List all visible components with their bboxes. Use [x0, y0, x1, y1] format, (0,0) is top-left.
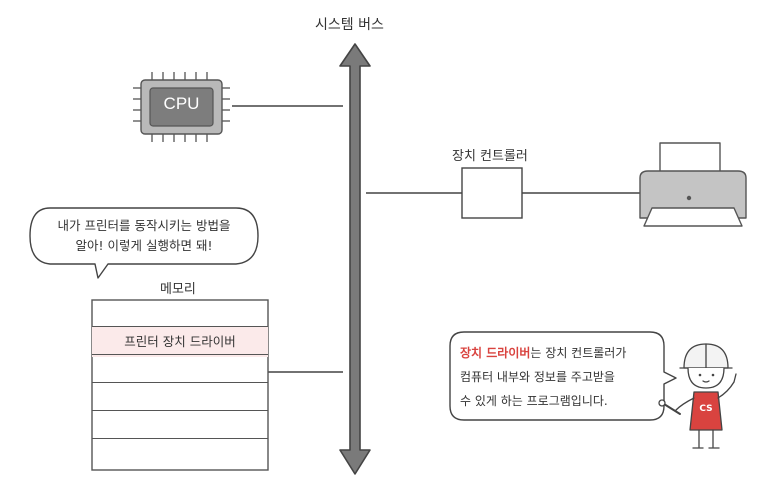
cpu-chip-icon: [133, 72, 230, 142]
printer-driver-label: 프린터 장치 드라이버: [124, 334, 236, 349]
right-bubble-line: 장치 드라이버는 장치 컨트롤러가: [460, 341, 660, 365]
left-bubble-text: 내가 프린터를 동작시키는 방법을 알아! 이렇게 실행하면 돼!: [36, 216, 252, 256]
printer-icon: [639, 142, 747, 227]
memory-rows: 프린터 장치 드라이버: [92, 300, 268, 470]
right-bubble-line-rest: 는 장치 컨트롤러가: [530, 346, 627, 360]
memory-row: [92, 354, 268, 385]
right-bubble-line: 수 있게 하는 프로그램입니다.: [460, 394, 608, 408]
device-driver-highlight: 장치 드라이버: [460, 346, 531, 360]
memory-label: 메모리: [160, 282, 196, 297]
cs-character-icon: [658, 343, 737, 449]
left-bubble-line: 내가 프린터를 동작시키는 방법을: [57, 218, 231, 233]
memory-row: [92, 438, 268, 469]
right-speech-bubble: [449, 331, 677, 421]
left-speech-bubble: [29, 207, 259, 279]
right-bubble-line: 컴퓨터 내부와 정보를 주고받을: [460, 370, 615, 384]
system-bus-arrow: [339, 43, 371, 475]
right-bubble-text: 장치 드라이버는 장치 컨트롤러가 컴퓨터 내부와 정보를 주고받을 수 있게 …: [460, 341, 660, 413]
memory-row-printer-driver: 프린터 장치 드라이버: [92, 326, 268, 357]
memory-row: [92, 382, 268, 413]
cpu-label: CPU: [163, 94, 200, 113]
device-controller-box: [461, 167, 523, 219]
memory-row: [92, 410, 268, 441]
device-controller-label: 장치 컨트롤러: [452, 149, 528, 164]
system-bus-label: 시스템 버스: [315, 17, 384, 33]
left-bubble-line: 알아! 이렇게 실행하면 돼!: [75, 238, 213, 253]
cs-badge: CS: [699, 404, 713, 414]
